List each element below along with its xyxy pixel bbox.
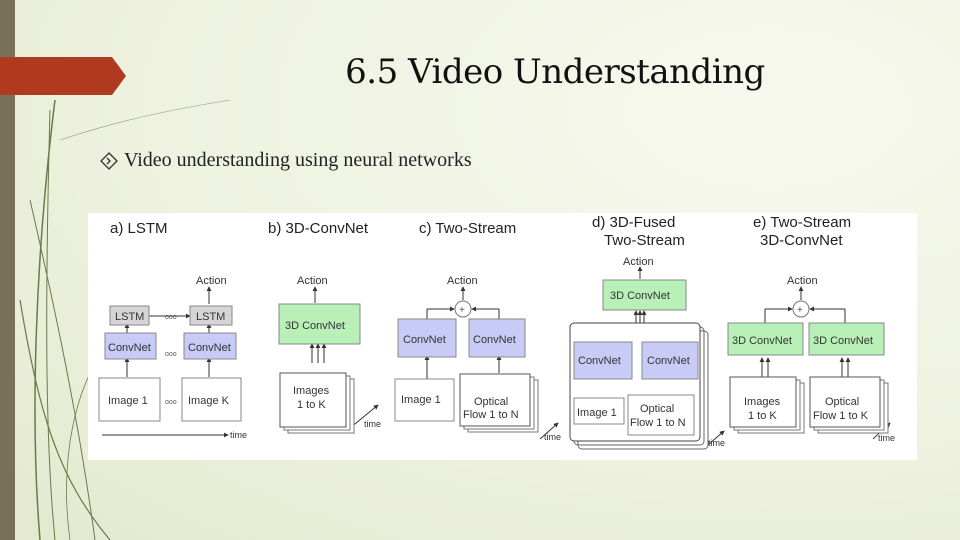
panel-a-convnet-1-label: ConvNet: [108, 342, 151, 354]
panel-c-convnet-2: [468, 318, 526, 358]
panel-a-convnet-1: [104, 332, 157, 360]
panel-e-optical-flow-stack: [809, 376, 881, 428]
panel-c-time-label: time: [544, 432, 561, 442]
panel-d-convnet-2: [641, 341, 699, 380]
panel-d-title-line-2: Two-Stream: [604, 232, 685, 249]
panel-e-3d-convnet-2-label: 3D ConvNet: [813, 335, 873, 347]
panel-c-convnet-2-label: ConvNet: [473, 334, 516, 346]
panel-c-title: c) Two-Stream: [419, 220, 516, 237]
panel-d-optical-flow: [627, 394, 695, 436]
panel-d-3d-convnet: [602, 279, 687, 311]
panel-e-plus-label: +: [797, 305, 803, 316]
panel-d-convnet-1: [573, 341, 633, 380]
panel-d-convnet-2-label: ConvNet: [647, 355, 690, 367]
slide-title: 6.5 Video Understanding: [345, 52, 765, 92]
panel-e-3d-convnet-1: [727, 322, 804, 356]
panel-a-time-label: time: [230, 430, 247, 440]
panel-e-images-label-1: Images: [744, 396, 781, 408]
panel-a-dots-1: ooo: [165, 314, 177, 321]
panel-d-time-label: time: [708, 438, 725, 448]
panel-b: b) 3D-ConvNet Action 3D ConvNet Images 1…: [268, 220, 381, 434]
panel-d-3d-convnet-label: 3D ConvNet: [610, 290, 670, 302]
panel-b-3d-convnet: [278, 303, 361, 345]
panel-c-optical-flow-stack: [459, 373, 531, 427]
panel-b-3d-convnet-label: 3D ConvNet: [285, 320, 345, 332]
panel-d: d) 3D-Fused Two-Stream Action 3D ConvNet…: [569, 214, 725, 450]
panel-d-convnet-1-label: ConvNet: [578, 355, 621, 367]
panel-b-title: b) 3D-ConvNet: [268, 220, 369, 237]
panel-e-3d-convnet-2: [808, 322, 885, 356]
panel-e: e) Two-Stream 3D-ConvNet Action + 3D Con…: [727, 214, 895, 443]
panel-b-time-label: time: [364, 419, 381, 429]
panel-b-images-stack: [279, 372, 347, 428]
left-accent-bar: [0, 0, 15, 540]
panel-d-flow-label-1: Optical: [640, 403, 674, 415]
panel-b-action-label: Action: [297, 275, 328, 287]
panel-c-flow-label-2: Flow 1 to N: [463, 409, 519, 421]
panel-a: a) LSTM Action LSTM LSTM ConvNet ConvNet…: [98, 220, 247, 440]
diamond-arrow-bullet-icon: [100, 151, 118, 170]
panel-e-flow-label-2: Flow 1 to K: [813, 410, 869, 422]
panel-c-convnet-1-label: ConvNet: [403, 334, 446, 346]
panel-e-title-line-1: e) Two-Stream: [753, 214, 851, 231]
panel-c: c) Two-Stream Action + ConvNet ConvNet I…: [394, 220, 561, 442]
panel-a-lstm-1-label: LSTM: [115, 311, 144, 323]
panel-a-image-1: [98, 377, 161, 422]
panel-c-convnet-1: [397, 318, 457, 358]
panel-c-image-1: [394, 378, 455, 422]
panel-b-images-label-2: 1 to K: [297, 399, 326, 411]
panel-a-lstm-2: [189, 305, 233, 326]
title-accent-tab: [0, 57, 126, 95]
panel-a-dots-3: ooo: [165, 399, 177, 406]
panel-d-title-line-1: d) 3D-Fused: [592, 214, 675, 231]
panel-c-flow-label-1: Optical: [474, 396, 508, 408]
panel-e-title-line-2: 3D-ConvNet: [760, 232, 843, 249]
panel-d-flow-label-2: Flow 1 to N: [630, 417, 686, 429]
panel-a-image-k: [181, 377, 242, 422]
decorative-lines: [19, 99, 231, 540]
panel-d-action-label: Action: [623, 256, 654, 268]
panel-a-lstm-1: [109, 305, 150, 326]
panel-a-convnet-2: [183, 332, 237, 360]
panel-c-action-label: Action: [447, 275, 478, 287]
panel-a-image-1-label: Image 1: [108, 395, 148, 407]
panel-a-dots-2: ooo: [165, 351, 177, 358]
panel-a-image-k-label: Image K: [188, 395, 230, 407]
architecture-diagram: a) LSTM Action LSTM LSTM ConvNet ConvNet…: [98, 214, 895, 450]
panel-e-fusion-plus: [792, 300, 810, 318]
panel-e-images-label-2: 1 to K: [748, 410, 777, 422]
panel-e-action-label: Action: [787, 275, 818, 287]
panel-e-time-label: time: [878, 433, 895, 443]
panel-e-flow-label-1: Optical: [825, 396, 859, 408]
panel-e-3d-convnet-1-label: 3D ConvNet: [732, 335, 792, 347]
panel-c-image-1-label: Image 1: [401, 394, 441, 406]
panel-a-title: a) LSTM: [110, 220, 168, 237]
panel-c-fusion-plus: [454, 300, 472, 318]
panel-e-images-stack: [729, 376, 797, 428]
architecture-figure: a) LSTM Action LSTM LSTM ConvNet ConvNet…: [88, 213, 917, 460]
panel-b-images-label-1: Images: [293, 385, 330, 397]
bullet-item: Video understanding using neural network…: [100, 149, 472, 172]
panel-c-plus-label: +: [459, 305, 465, 316]
panel-d-image-1-label: Image 1: [577, 407, 617, 419]
panel-a-action-label: Action: [196, 275, 227, 287]
panel-a-convnet-2-label: ConvNet: [188, 342, 231, 354]
panel-a-lstm-2-label: LSTM: [196, 311, 225, 323]
bullet-text: Video understanding using neural network…: [124, 149, 472, 171]
panel-d-image-1: [573, 397, 625, 425]
